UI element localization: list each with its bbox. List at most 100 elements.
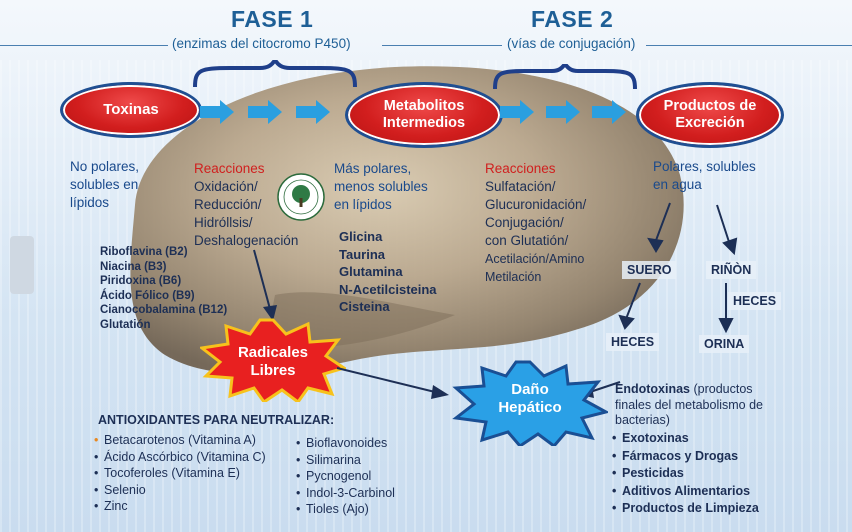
phase1-title: FASE 1 bbox=[231, 6, 314, 32]
radicales-label: Radicales Libres bbox=[212, 344, 334, 380]
endotoxina-item: Productos de Limpieza bbox=[612, 500, 759, 518]
dano-label: Daño Hepático bbox=[470, 381, 590, 417]
productos-desc-line: Polares, solubles bbox=[653, 159, 756, 174]
antioxidantes-title: ANTIOXIDANTES PARA NEUTRALIZAR: bbox=[98, 413, 335, 427]
fase1-reaccion: Hidróllsis/ bbox=[194, 215, 253, 230]
liver-image bbox=[130, 66, 684, 374]
heces-label-left: HECES bbox=[606, 333, 660, 351]
metabolitos-node: Metabolitos Intermedios bbox=[345, 82, 503, 148]
arrow-to-dano bbox=[336, 367, 449, 399]
phase1-subtitle: (enzimas del citocromo P450) bbox=[172, 36, 351, 51]
metabolitos-description: Más polares, menos solubles en lípidos bbox=[334, 160, 428, 214]
antioxidante-item: Indol-3-Carbinol bbox=[296, 485, 395, 502]
productos-description: Polares, solubles en agua bbox=[653, 158, 756, 194]
endotoxinas-title-line1: Endotoxinas (productos bbox=[615, 382, 763, 398]
divider-line bbox=[646, 45, 852, 46]
phase2-brace bbox=[493, 64, 637, 90]
metabolitos-label-line1: Metabolitos bbox=[383, 98, 465, 115]
metabolitos-desc-line: Más polares, bbox=[334, 161, 412, 176]
nutriente-item: Riboflavina (B2) bbox=[100, 246, 188, 258]
radicales-burst bbox=[200, 318, 346, 402]
phase2-subtitle: (vías de conjugación) bbox=[507, 36, 636, 51]
nutriente-item: Ácido Fólico (B9) bbox=[100, 289, 195, 302]
radicales-label-line2: Libres bbox=[250, 362, 296, 379]
rinon-label: RIÑÒN bbox=[706, 261, 757, 279]
endotoxinas-title-line2: finales del metabolismo de bbox=[615, 397, 763, 412]
productos-desc-line: en agua bbox=[653, 177, 702, 192]
productos-label-line1: Productos de bbox=[663, 98, 757, 115]
toxinas-label: Toxinas bbox=[103, 101, 159, 119]
antioxidante-item: Pycnogenol bbox=[296, 468, 395, 485]
orina-label: ORINA bbox=[699, 335, 750, 353]
nutriente-item: Niacina (B3) bbox=[100, 260, 167, 273]
endotoxina-item: Fármacos y Drogas bbox=[612, 448, 759, 466]
fase1-reaccion: Reducción/ bbox=[194, 197, 262, 212]
endotoxinas-title-line3: bacterias) bbox=[615, 413, 670, 427]
radicales-label-line1: Radicales bbox=[237, 344, 309, 361]
antioxidante-item: Tocoferoles (Vitamina E) bbox=[94, 465, 266, 482]
arrow-to-radicales bbox=[253, 249, 277, 321]
nutriente-item: Glicina bbox=[339, 229, 383, 244]
antioxidante-item: Zinc bbox=[94, 498, 266, 515]
side-tab[interactable] bbox=[10, 236, 34, 294]
nutriente-item: Glutamina bbox=[339, 264, 403, 279]
toxinas-description: No polares, solubles en lípidos bbox=[70, 158, 139, 212]
fase2-reacciones-title: Reacciones bbox=[485, 161, 556, 176]
nutriente-item: Piridoxina (B6) bbox=[100, 275, 182, 287]
excretion-arrows bbox=[618, 202, 738, 334]
nutriente-item: Cianocobalamina (B12) bbox=[100, 304, 228, 316]
antioxidante-item: Silimarina bbox=[296, 452, 395, 469]
fase2-reaccion: Acetilación/Amino bbox=[485, 252, 585, 266]
endotoxinas-list: Exotoxinas Fármacos y Drogas Pesticidas … bbox=[612, 430, 759, 518]
nutriente-item: N-Acetilcisteina bbox=[339, 281, 437, 297]
toxinas-desc-line: solubles en bbox=[70, 177, 139, 192]
productos-label-line2: Excreción bbox=[675, 115, 745, 131]
endotoxinas-title: Endotoxinas bbox=[615, 382, 691, 396]
heces-label-right: HECES bbox=[728, 292, 782, 310]
fase1-reacciones-title: Reacciones bbox=[194, 161, 265, 176]
toxinas-node: Toxinas bbox=[60, 82, 202, 138]
antioxidante-item: Ácido Ascórbico (Vitamina C) bbox=[94, 449, 266, 466]
metabolitos-desc-line: en lípidos bbox=[334, 197, 392, 212]
suero-label: SUERO bbox=[622, 261, 677, 279]
antioxidante-item: Tioles (Ajo) bbox=[296, 501, 395, 518]
fase2-nutrientes: Glicina Taurina Glutamina N-Acetilcistei… bbox=[339, 228, 437, 316]
fase1-nutrientes: Riboflavina (B2) Niacina (B3) Piridoxina… bbox=[100, 245, 227, 332]
fase2-reaccion: Sulfatación/ bbox=[485, 179, 556, 194]
logo bbox=[277, 173, 325, 221]
nutriente-item: Glutatión bbox=[100, 318, 151, 331]
endotoxinas-block: Endotoxinas (productos finales del metab… bbox=[615, 382, 763, 429]
antioxidantes-col1: Betacarotenos (Vitamina A) Ácido Ascórbi… bbox=[94, 432, 266, 515]
dano-label-line1: Daño bbox=[511, 381, 549, 398]
fase2-reaccion: con Glutatión/ bbox=[485, 233, 569, 248]
toxinas-desc-line: No polares, bbox=[70, 159, 140, 174]
fase2-reaccion: Glucuronidación/ bbox=[485, 197, 587, 212]
fase2-reaccion: Conjugación/ bbox=[485, 215, 564, 230]
fase2-reacciones: Reacciones Sulfatación/ Glucuronidación/… bbox=[485, 160, 586, 286]
productos-node: Productos de Excreción bbox=[636, 82, 784, 148]
divider-line bbox=[382, 45, 502, 46]
nutriente-item: Taurina bbox=[339, 246, 385, 262]
fase2-reaccion: Metilación bbox=[485, 270, 542, 284]
metabolitos-desc-line: menos solubles bbox=[334, 179, 428, 194]
toxinas-desc-line: lípidos bbox=[70, 195, 110, 210]
fase1-reaccion: Oxidación/ bbox=[194, 179, 258, 194]
endotoxina-item: Aditivos Alimentarios bbox=[612, 483, 759, 501]
dano-label-line2: Hepático bbox=[498, 399, 562, 416]
phase1-brace bbox=[193, 60, 357, 88]
dano-burst bbox=[452, 360, 608, 446]
endotoxina-item: Exotoxinas bbox=[612, 430, 759, 448]
antioxidante-item: Bioflavonoides bbox=[296, 435, 395, 452]
divider-line bbox=[0, 45, 168, 46]
fase1-reaccion: Deshalogenación bbox=[194, 233, 299, 248]
nutriente-item: Cisteina bbox=[339, 299, 390, 314]
phase2-title: FASE 2 bbox=[531, 6, 614, 32]
antioxidante-item: Betacarotenos (Vitamina A) bbox=[94, 432, 266, 449]
fase1-reacciones: Reacciones Oxidación/ Reducción/ Hidróll… bbox=[194, 160, 298, 250]
phase2-arrows bbox=[500, 100, 626, 124]
metabolitos-label-line2: Intermedios bbox=[382, 115, 466, 131]
endotoxinas-title-rest: (productos bbox=[690, 382, 753, 396]
endotoxina-item: Pesticidas bbox=[612, 465, 759, 483]
antioxidantes-col2: Bioflavonoides Silimarina Pycnogenol Ind… bbox=[296, 435, 395, 518]
phase1-arrows bbox=[200, 100, 330, 124]
